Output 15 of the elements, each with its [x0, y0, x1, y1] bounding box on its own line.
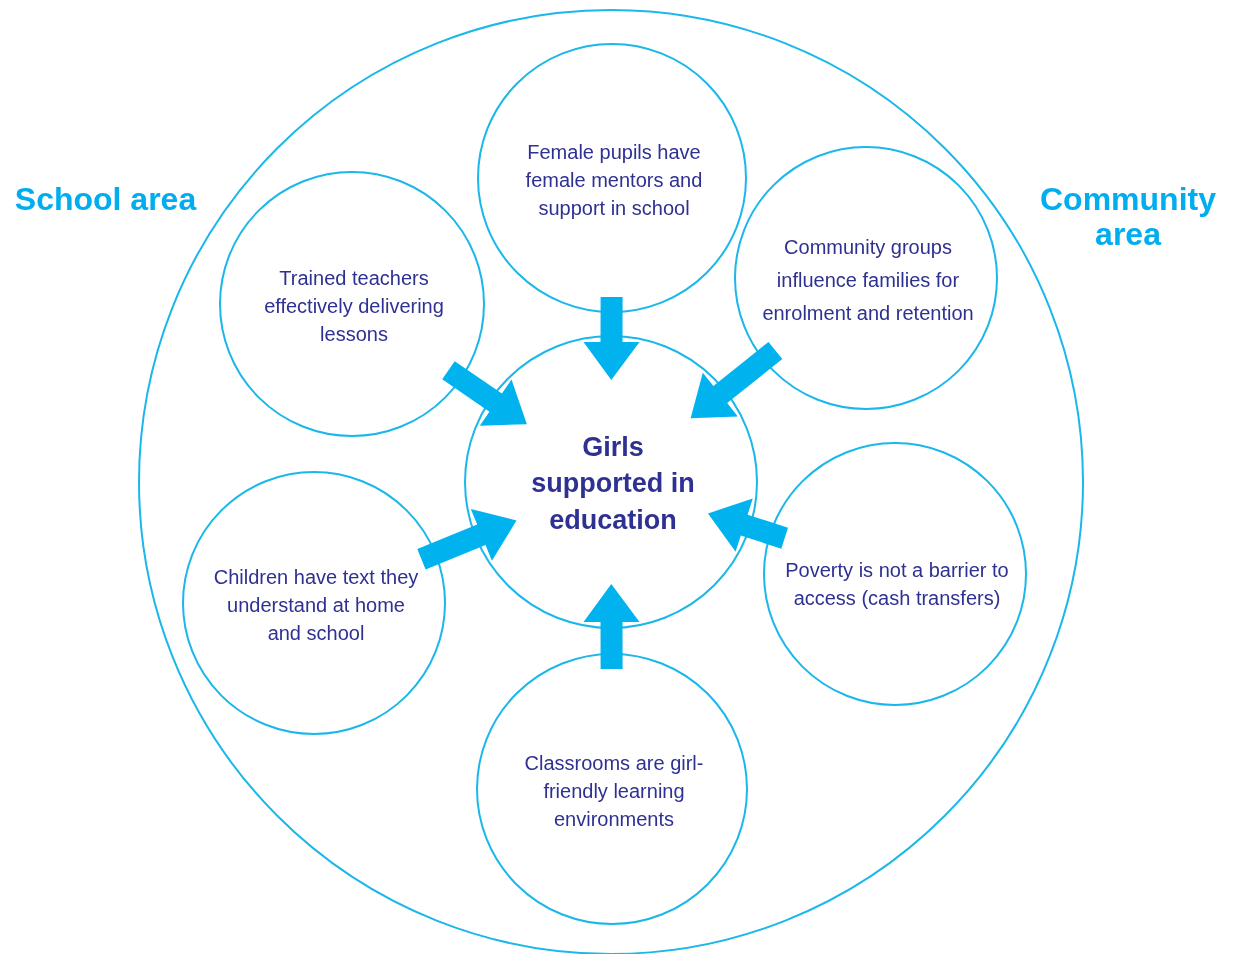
block-arrow	[583, 584, 640, 669]
area-label: School area	[13, 182, 198, 217]
block-arrow	[708, 498, 788, 552]
block-arrow	[583, 297, 640, 380]
area-label: Community area	[1039, 182, 1217, 252]
outcome-text: Children have text they understand at home and school	[212, 565, 420, 646]
outcome-text: Female pupils have female mentors and support in school	[524, 140, 704, 221]
central-goal-text: Girls supported in education	[530, 431, 696, 538]
outcome-text: Community groups influence families for enrolment and retention	[761, 234, 975, 326]
outcome-text: Poverty is not a barrier to access (cash transfers)	[784, 558, 1010, 611]
block-arrow	[690, 341, 783, 419]
outcome-text: Classrooms are girl-friendly learning environments	[523, 751, 705, 832]
outcome-text: Trained teachers effectively delivering lessons	[263, 266, 445, 347]
block-arrow	[417, 508, 517, 570]
block-arrow	[442, 361, 527, 426]
